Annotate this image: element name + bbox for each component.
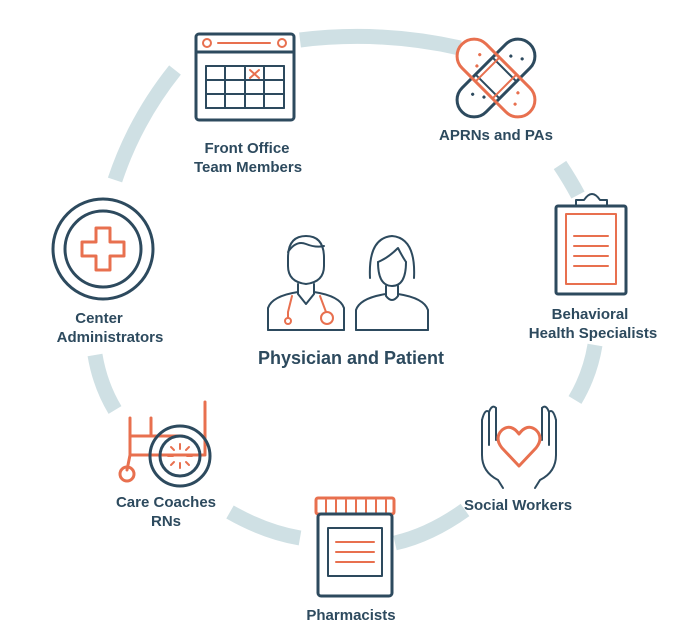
care-coaches-label-line2: RNs xyxy=(151,513,181,530)
node-administrators: Center Administrators xyxy=(51,197,164,346)
node-social: Social Workers xyxy=(464,405,572,514)
ring-arc-bottom-left xyxy=(226,505,302,546)
pill-bottle-icon xyxy=(314,496,396,598)
social-label: Social Workers xyxy=(464,497,572,514)
bandage-icon xyxy=(455,37,537,119)
node-aprns: APRNs and PAs xyxy=(439,37,553,144)
administrators-label-line1: Center xyxy=(75,310,123,327)
node-behavioral: Behavioral Health Specialists xyxy=(529,193,657,342)
aprns-label: APRNs and PAs xyxy=(439,127,553,144)
administrators-label-line2: Administrators xyxy=(57,329,164,346)
ring-arc-top xyxy=(299,28,462,56)
front-office-label-line2: Team Members xyxy=(194,159,302,176)
pharmacists-label: Pharmacists xyxy=(306,607,395,624)
behavioral-label-line1: Behavioral xyxy=(552,306,629,323)
medical-cross-icon xyxy=(51,197,155,301)
hands-heart-icon xyxy=(481,405,557,489)
ring-arc-left-lower xyxy=(87,353,122,414)
node-front-office: Front Office Team Members xyxy=(194,32,302,176)
wheelchair-icon xyxy=(118,400,212,488)
node-care-coaches: Care Coaches RNs xyxy=(116,400,216,530)
ring-arc-right-lower xyxy=(568,343,603,404)
ring-arc-right-upper xyxy=(553,160,585,199)
care-coaches-label-line1: Care Coaches xyxy=(116,494,216,511)
front-office-label-line1: Front Office xyxy=(205,140,290,157)
clipboard-icon xyxy=(554,193,628,296)
patient-icon xyxy=(355,235,429,331)
ring-arc-bottom-right xyxy=(393,503,470,551)
ring-arc-top-left xyxy=(107,65,181,183)
center-node: Physician and Patient xyxy=(258,235,444,368)
physician-icon xyxy=(267,235,345,331)
connection-ring xyxy=(87,28,603,551)
center-title: Physician and Patient xyxy=(258,348,444,368)
behavioral-label-line2: Health Specialists xyxy=(529,325,657,342)
calendar-icon xyxy=(194,32,296,122)
node-pharmacists: Pharmacists xyxy=(306,496,396,624)
